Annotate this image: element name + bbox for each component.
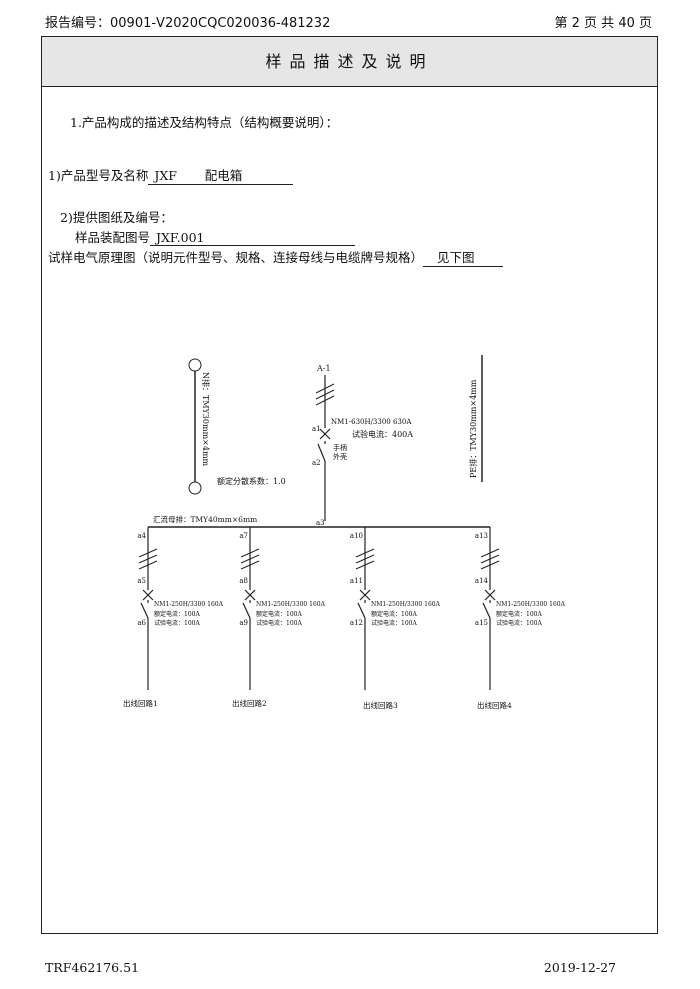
schematic-row: 试样电气原理图（说明元件型号、规格、连接母线与电缆牌号规格）见下图 [48,247,504,267]
node-bottom: a6 [137,619,146,627]
branch-breaker-model: NM1-250H/3300 160A [371,601,441,608]
main-breaker-model: NM1-630H/3300 630A [331,418,412,426]
page-title: 样品描述及说明 [42,37,657,87]
branch-breaker-model: NM1-250H/3300 160A [154,601,224,608]
handle-label: 手柄 [333,443,347,452]
node-bottom: a12 [350,619,363,627]
branch-breaker-cross [359,589,371,601]
enclosure-label: 外壳 [333,452,347,461]
node-bottom: a9 [239,619,248,627]
branch-breaker-cross [244,589,256,601]
outlet-label: 出线回路3 [363,700,398,710]
main-test-current: 试验电流：400A [352,429,413,439]
node-a3: a3 [316,519,325,527]
branch-switch-blade [482,602,491,619]
assembly-label: 样品装配图号 [75,230,151,245]
outlet-label: 出线回路1 [123,698,158,708]
section-heading: 1.产品构成的描述及结构特点（结构概要说明）： [70,115,339,130]
branch-switch-blade [242,602,251,619]
report-number: 报告编号：00901-V2020CQC020036-481232 [45,16,331,31]
node-a1: a1 [312,425,321,433]
trf-number: TRF462176.51 [45,960,140,975]
node-top: a13 [475,532,488,540]
node-top: a4 [137,532,146,540]
main-incomer: A-1 NM1-630H/3300 630A a1 试验电流：400A 手柄 外… [312,364,413,521]
main-busbar: 汇流母排：TMY40mm×6mm a3 [148,514,490,528]
model-name: 配电箱 [204,168,243,183]
branch-breaker-cross [484,589,496,601]
branch-1: a4 a5 a6 NM1-250H/3300 160A 额定电流：100A试验电流：10… [123,527,224,708]
n-bar-terminal-bottom [188,481,202,495]
branch-rated-current: 额定电流：100A [496,610,542,618]
outlet-label: 出线回路4 [477,700,512,710]
n-bar-label: N排：TMY30mm×4mm [201,372,211,467]
node-top: a7 [239,532,248,540]
node-mid: a5 [137,577,146,585]
branch-test-current: 试验电流：100A [154,619,200,627]
node-a2: a2 [312,459,321,467]
report-date: 2019-12-27 [543,960,616,975]
branch-test-current: 试验电流：100A [256,619,302,627]
document-frame: 样品描述及说明 [41,36,658,934]
busbar-label: 汇流母排：TMY40mm×6mm [153,514,257,524]
diversity-factor: 额定分散系数：1.0 [217,476,286,486]
model-label: 1)产品型号及名称 [48,168,149,183]
page-info: 第 2 页 共 40 页 [554,16,652,31]
outlet-label: 出线回路2 [232,698,267,708]
model-value: JXF 配电箱 [148,165,294,185]
n-busbar: N排：TMY30mm×4mm [188,358,211,495]
branch-test-current: 试验电流：100A [496,619,542,627]
node-top: a10 [350,532,363,540]
model-code: JXF [154,168,177,183]
pe-bar-label: PE排：TMY30mm×4mm [468,379,478,478]
drawing-label: 2)提供图纸及编号： [60,210,173,225]
branch-test-current: 试验电流：100A [371,619,417,627]
branch-breaker-cross [142,589,154,601]
schematic-label: 试样电气原理图（说明元件型号、规格、连接母线与电缆牌号规格） [48,250,424,265]
branch-switch-blade [357,602,366,619]
pe-busbar: PE排：TMY30mm×4mm [468,355,483,482]
node-mid: a11 [350,577,363,585]
node-bottom: a15 [475,619,488,627]
branch-2: a7 a8 a9 NM1-250H/3300 160A 额定电流：100A试验电流：10… [232,527,326,708]
branch-rated-current: 额定电流：100A [256,610,302,618]
branch-rated-current: 额定电流：100A [371,610,417,618]
branch-breaker-model: NM1-250H/3300 160A [256,601,326,608]
node-mid: a8 [239,577,248,585]
branch-4: a13 a14 a15 NM1-250H/3300 160A 额定电流：100A试验电流… [475,527,566,710]
main-tag: A-1 [316,364,331,373]
branch-breaker-model: NM1-250H/3300 160A [496,601,566,608]
branch-3: a10 a11 a12 NM1-250H/3300 160A 额定电流：100A试验电流… [350,527,441,710]
branch-rated-current: 额定电流：100A [154,610,200,618]
branch-switch-blade [140,602,149,619]
assembly-number: JXF.001 [150,230,356,246]
schematic-value: 见下图 [423,247,504,267]
n-bar-terminal-top [188,358,202,372]
node-mid: a14 [475,577,489,585]
main-switch-blade [317,443,326,462]
